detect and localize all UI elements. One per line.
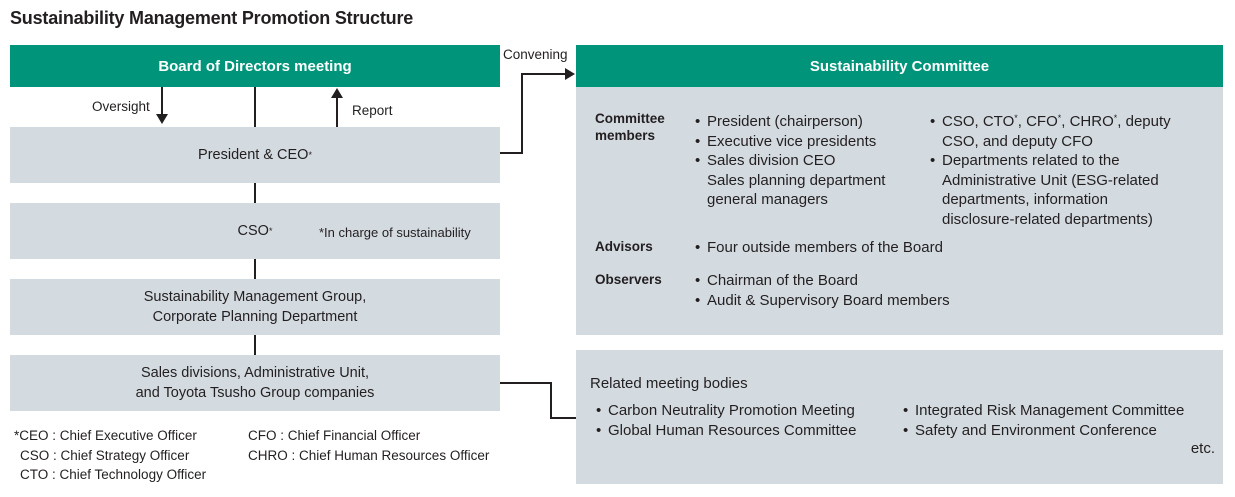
list-item-text: general managers	[707, 191, 828, 208]
president-label: President & CEO	[198, 147, 309, 163]
convening-line-h1	[500, 152, 522, 154]
list-item-continued: Administrative Unit (ESG-related	[930, 171, 1171, 191]
observers-label: Observers	[595, 272, 662, 287]
list-item: Global Human Resources Committee	[596, 421, 856, 441]
list-item-continued: Sales planning department	[695, 171, 885, 191]
list-item: Carbon Neutrality Promotion Meeting	[596, 401, 856, 421]
list-item-text: disclosure-related departments)	[942, 210, 1153, 228]
abbr-item: CSO : Chief Strategy Officer	[20, 447, 190, 463]
committee-members-label-line1: Committee	[595, 111, 665, 126]
convening-arrowhead	[565, 68, 575, 80]
list-item: Integrated Risk Management Committee	[903, 401, 1184, 421]
page-title: Sustainability Management Promotion Stru…	[10, 8, 414, 28]
list-item-continued: departments, information	[930, 190, 1171, 210]
report-label: Report	[352, 103, 393, 118]
committee-details-panel: Committee members President (chairperson…	[576, 87, 1223, 335]
president-cso-connector	[254, 183, 256, 203]
president-asterisk: *	[308, 150, 312, 160]
related-line-h1	[500, 382, 552, 384]
abbreviations-col1: *CEO : Chief Executive Officer CSO : Chi…	[14, 426, 206, 485]
related-line-v	[550, 382, 552, 418]
abbr-item: *CEO : Chief Executive Officer	[14, 428, 197, 443]
list-item-text: Administrative Unit (ESG-related	[942, 171, 1159, 189]
list-item-text: Sales planning department	[707, 171, 886, 189]
cso-label: CSO	[237, 223, 269, 239]
abbreviations-col2: CFO : Chief Financial Officer CHRO : Chi…	[248, 426, 489, 465]
group-sales-connector	[254, 335, 256, 355]
oversight-label: Oversight	[92, 99, 150, 114]
board-president-connector	[254, 87, 256, 127]
members-list-col2: CSO, CTO*, CFO*, CHRO*, deputy CSO, and …	[930, 112, 1171, 229]
list-item: Executive vice presidents	[695, 132, 885, 152]
committee-members-label: Committee members	[595, 110, 665, 144]
committee-members-label-line2: members	[595, 128, 656, 143]
report-arrowhead	[331, 88, 343, 98]
list-item: Sales division CEO	[695, 151, 885, 171]
cso-asterisk: *	[268, 226, 273, 236]
abbr-item: CHRO : Chief Human Resources Officer	[248, 447, 490, 463]
convening-line-h2	[521, 73, 566, 75]
convening-line-v	[521, 74, 523, 154]
sales-line-2: and Toyota Tsusho Group companies	[135, 385, 375, 401]
list-item: Safety and Environment Conference	[903, 421, 1184, 441]
president-ceo-box: President & CEO*	[10, 127, 500, 183]
list-item-continued: general managers	[695, 190, 885, 210]
sustainability-committee-header: Sustainability Committee	[576, 45, 1223, 87]
sales-divisions-box: Sales divisions, Administrative Unit, an…	[10, 355, 500, 411]
related-list-col1: Carbon Neutrality Promotion Meeting Glob…	[596, 401, 856, 440]
board-of-directors-box: Board of Directors meeting	[10, 45, 500, 87]
cso-group-connector	[254, 259, 256, 279]
abbr-item: CTO : Chief Technology Officer	[20, 467, 207, 482]
related-list-col2: Integrated Risk Management Committee Saf…	[903, 401, 1184, 440]
list-item-text: departments, information	[942, 191, 1108, 208]
cso-box: CSO* *In charge of sustainability	[10, 203, 500, 259]
committee-title: Sustainability Committee	[809, 57, 990, 75]
related-etc: etc.	[1190, 440, 1215, 457]
convening-label: Convening	[503, 47, 568, 62]
list-item-text: CSO, and deputy CFO	[942, 132, 1093, 150]
list-item: Four outside members of the Board	[695, 238, 943, 258]
board-label: Board of Directors meeting	[158, 57, 352, 75]
list-item: Chairman of the Board	[695, 271, 950, 291]
abbr-item: CFO : Chief Financial Officer	[248, 428, 421, 443]
group-line-2: Corporate Planning Department	[152, 309, 358, 325]
list-item: Departments related to the	[930, 151, 1171, 171]
related-line-h2	[550, 417, 576, 419]
group-line-1: Sustainability Management Group,	[143, 289, 367, 305]
list-item-continued: disclosure-related departments)	[930, 210, 1171, 230]
list-item: Audit & Supervisory Board members	[695, 291, 950, 311]
oversight-arrowhead	[156, 114, 168, 124]
advisors-list: Four outside members of the Board	[695, 238, 943, 258]
list-item: CSO, CTO*, CFO*, CHRO*, deputy	[930, 112, 1171, 132]
sustainability-management-group-box: Sustainability Management Group, Corpora…	[10, 279, 500, 335]
oversight-arrow-line	[161, 87, 163, 115]
sales-line-1: Sales divisions, Administrative Unit,	[140, 365, 370, 381]
cso-note: *In charge of sustainability	[319, 225, 471, 240]
report-arrow-line	[336, 97, 338, 127]
related-title: Related meeting bodies	[590, 375, 748, 392]
list-item: President (chairperson)	[695, 112, 885, 132]
related-meeting-bodies-panel: Related meeting bodies Carbon Neutrality…	[576, 350, 1223, 484]
advisors-label: Advisors	[595, 239, 653, 254]
list-item-continued: CSO, and deputy CFO	[930, 132, 1171, 152]
members-list-col1: President (chairperson) Executive vice p…	[695, 112, 885, 210]
observers-list: Chairman of the Board Audit & Supervisor…	[695, 271, 950, 310]
